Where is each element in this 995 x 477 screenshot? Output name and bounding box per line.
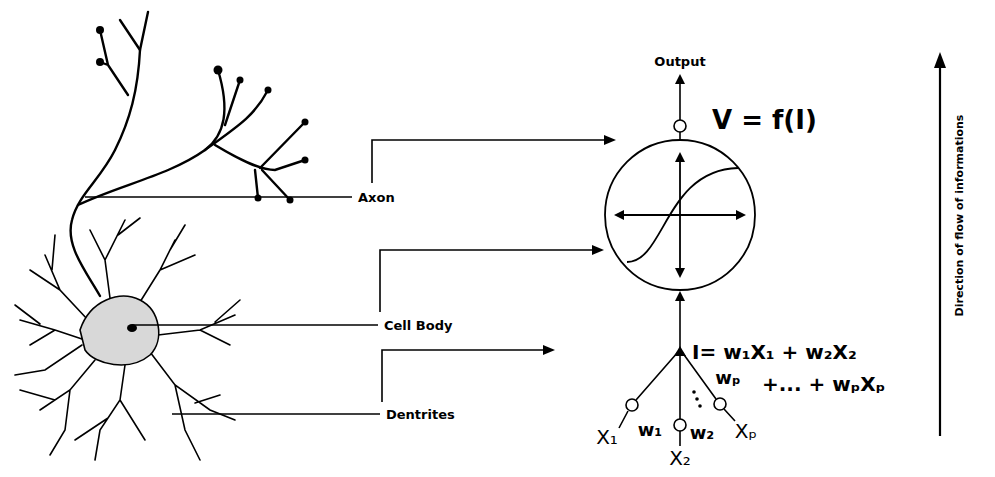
mapping-arrows (372, 140, 606, 402)
ellipsis-dots-part (698, 404, 702, 408)
arrow-heads-part (543, 345, 555, 355)
weight-label: w₁ (638, 419, 663, 440)
axon-part (120, 20, 140, 50)
input-label: Xₚ (735, 419, 757, 443)
axon-terminals-part (214, 66, 223, 75)
weight-label: w₂ (690, 422, 715, 443)
mapping-arrows-part (380, 250, 594, 312)
dendrites-part (20, 360, 95, 455)
function-label: V = f(I) (712, 105, 817, 135)
activation-unit-part (627, 168, 738, 262)
input-heads-part (675, 291, 685, 301)
arrow-heads (543, 135, 616, 355)
ellipsis-dots (692, 390, 702, 408)
formula: +... + wₚXₚ (762, 372, 885, 396)
axon-part (262, 170, 290, 200)
input-lines-part (679, 293, 681, 350)
axon-terminals-part (302, 119, 309, 126)
axon-terminals-part (237, 77, 244, 84)
flow-arrow-part (934, 52, 946, 68)
dendrites-part (140, 225, 195, 302)
input-heads (674, 291, 686, 356)
axon-terminals (96, 26, 309, 204)
arrow-heads-part (604, 135, 616, 145)
axis-heads-part (675, 152, 685, 162)
axis-heads-part (736, 210, 746, 220)
flow-arrow-part (939, 66, 941, 436)
dendrites-part (90, 218, 140, 298)
cell-body (80, 296, 159, 365)
part-label: Dentrites (386, 407, 455, 422)
input-lines-part (619, 409, 735, 446)
dendrites-part (158, 300, 240, 345)
flow-arrow (934, 52, 946, 436)
axon-part (71, 12, 148, 296)
output-line (674, 82, 686, 140)
dendrites (15, 218, 240, 460)
leader-lines (85, 197, 380, 414)
part-label: Axon (358, 190, 395, 205)
input-lines-part (674, 419, 686, 431)
activation-unit-part (605, 140, 755, 290)
input-heads-part (674, 346, 686, 356)
formula: I= w₁X₁ + w₂X₂ (692, 340, 857, 364)
axon-terminals-part (255, 195, 262, 202)
axon-terminals-part (265, 87, 272, 94)
axon-terminals-part (96, 58, 104, 66)
dendrites-part (75, 365, 145, 460)
leader-lines-part (85, 196, 352, 198)
output-arrow-head (675, 74, 685, 84)
output-label: Output (654, 54, 705, 69)
ellipsis-dots-part (695, 397, 699, 401)
input-label: X₁ (596, 425, 618, 449)
axon-part (100, 30, 128, 95)
axis-heads-part (614, 210, 624, 220)
axon (71, 12, 305, 296)
axon-part (215, 145, 305, 170)
axon-part (260, 122, 305, 168)
dendrites-part (30, 235, 88, 320)
activation-unit (605, 140, 755, 290)
input-lines-part (714, 398, 726, 410)
axon-part (205, 80, 268, 150)
axon-part (78, 70, 224, 205)
axon-part (255, 170, 258, 198)
leader-lines-part (172, 413, 380, 415)
input-lines-part (626, 399, 638, 411)
mapping-arrows-part (382, 350, 545, 402)
flow-label: Direction of flow of informations (953, 114, 966, 316)
axis-heads (614, 152, 746, 278)
dendrites-part (15, 345, 82, 375)
part-label: Cell Body (384, 318, 452, 333)
ellipsis-dots-part (692, 390, 696, 394)
output-line-part (674, 120, 686, 132)
dendrites-part (15, 305, 85, 345)
leader-lines-part (132, 324, 378, 326)
input-label: X₂ (669, 446, 691, 470)
weight-label: wₚ (715, 367, 740, 388)
arrow-heads-part (592, 245, 604, 255)
axon-terminals-part (96, 26, 104, 34)
cell-body-part (80, 296, 159, 365)
activation-unit-part (622, 160, 738, 270)
dendrites-part (150, 352, 235, 460)
axon-terminals-part (302, 157, 309, 164)
axis-heads-part (675, 268, 685, 278)
mapping-arrows-part (372, 140, 606, 183)
